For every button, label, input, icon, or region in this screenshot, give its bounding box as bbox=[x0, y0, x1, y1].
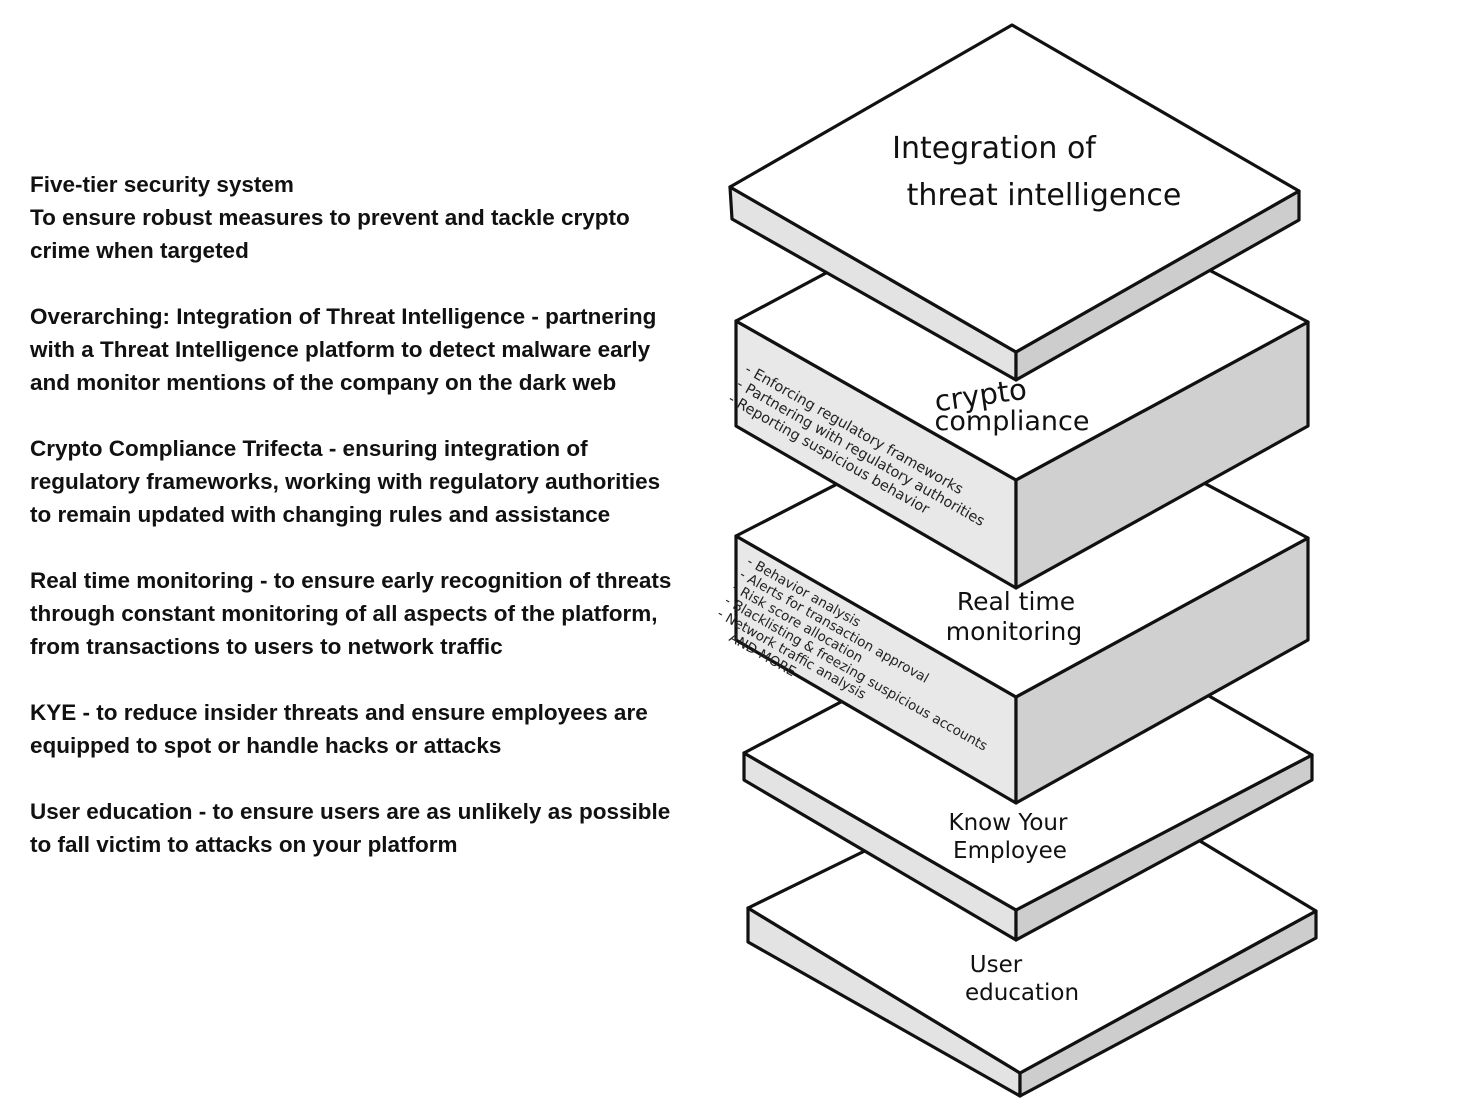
threat-intel-label-line2: threat intelligence bbox=[907, 178, 1182, 213]
text-line: with a Threat Intelligence platform to d… bbox=[30, 337, 651, 362]
paragraph-real-time: Real time monitoring - to ensure early r… bbox=[30, 564, 730, 663]
text-line: User education - to ensure users are as … bbox=[30, 799, 671, 824]
text-line: KYE - to reduce insider threats and ensu… bbox=[30, 700, 648, 725]
threat-intel-label-line1: Integration of bbox=[892, 131, 1097, 166]
description-text: Five-tier security system To ensure robu… bbox=[30, 168, 730, 894]
paragraph-intro: Five-tier security system To ensure robu… bbox=[30, 168, 730, 267]
kye-label-line2: Employee bbox=[953, 838, 1067, 864]
text-line: and monitor mentions of the company on t… bbox=[30, 370, 617, 395]
text-line: Overarching: Integration of Threat Intel… bbox=[30, 304, 657, 329]
real-time-label-line2: monitoring bbox=[946, 617, 1082, 646]
text-line: Five-tier security system bbox=[30, 172, 294, 197]
crypto-compliance-label-line2: compliance bbox=[935, 406, 1090, 437]
text-line: To ensure robust measures to prevent and… bbox=[30, 205, 630, 230]
user-education-label-line2: education bbox=[965, 980, 1079, 1006]
paragraph-kye: KYE - to reduce insider threats and ensu… bbox=[30, 696, 730, 762]
text-line: from transactions to users to network tr… bbox=[30, 634, 503, 659]
paragraph-crypto-compliance: Crypto Compliance Trifecta - ensuring in… bbox=[30, 432, 730, 531]
text-line: Real time monitoring - to ensure early r… bbox=[30, 568, 672, 593]
text-line: to remain updated with changing rules an… bbox=[30, 502, 611, 527]
real-time-label-line1: Real time bbox=[957, 587, 1075, 616]
text-line: equipped to spot or handle hacks or atta… bbox=[30, 733, 502, 758]
text-line: crime when targeted bbox=[30, 238, 249, 263]
paragraph-user-education: User education - to ensure users are as … bbox=[30, 795, 730, 861]
user-education-label-line1: User bbox=[970, 952, 1023, 978]
paragraph-threat-intel: Overarching: Integration of Threat Intel… bbox=[30, 300, 730, 399]
tier-threat-intelligence bbox=[728, 23, 1301, 382]
text-line: regulatory frameworks, working with regu… bbox=[30, 469, 661, 494]
text-line: to fall victim to attacks on your platfo… bbox=[30, 832, 458, 857]
kye-label-line1: Know Your bbox=[949, 810, 1068, 836]
text-line: through constant monitoring of all aspec… bbox=[30, 601, 658, 626]
text-line: Crypto Compliance Trifecta - ensuring in… bbox=[30, 436, 588, 461]
